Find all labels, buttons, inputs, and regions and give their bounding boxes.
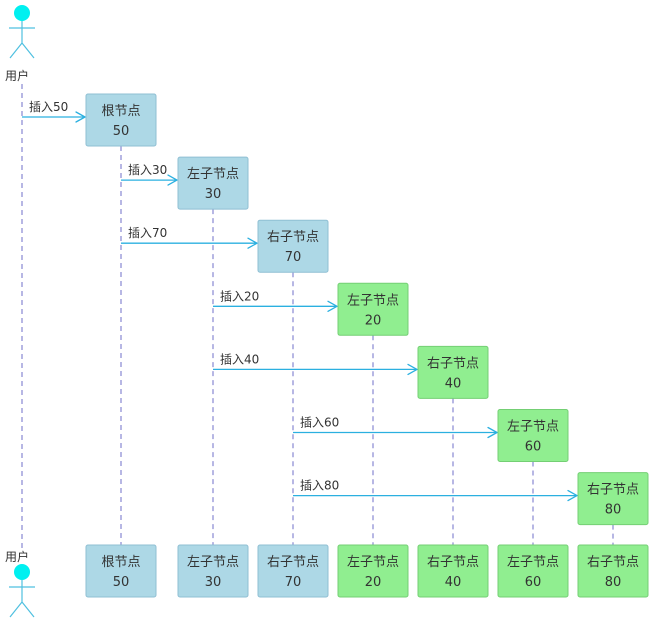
actor-top bbox=[9, 5, 35, 59]
participant-box-rect bbox=[177, 544, 249, 598]
participant-title: 左子节点 bbox=[187, 167, 239, 182]
participant-bottom-right40: 右子节点 40 bbox=[417, 544, 489, 598]
message-right80: 插入80 bbox=[293, 479, 578, 502]
arrowhead-icon bbox=[407, 363, 418, 376]
participant-value: 20 bbox=[365, 575, 382, 590]
message-right40: 插入40 bbox=[213, 352, 418, 376]
participant-title: 右子节点 bbox=[587, 483, 639, 498]
participant-box-rect bbox=[577, 472, 649, 526]
participant-bottom-left60: 左子节点 60 bbox=[497, 544, 569, 598]
participant-top-left20: 左子节点 20 bbox=[337, 282, 409, 336]
participant-title: 右子节点 bbox=[267, 555, 319, 570]
arrowhead-icon bbox=[487, 426, 498, 439]
messages: 插入50 插入30 插入70 插入20 插入40 插入60 插入80 bbox=[22, 100, 578, 502]
participant-box-rect bbox=[497, 409, 569, 462]
message-label: 插入60 bbox=[300, 416, 339, 430]
arrowhead-icon bbox=[75, 111, 86, 123]
participant-title: 根节点 bbox=[101, 104, 140, 119]
message-label: 插入20 bbox=[220, 289, 259, 303]
actor-label-top: 用户 bbox=[5, 68, 29, 83]
participant-title: 右子节点 bbox=[427, 555, 479, 570]
actor-bottom bbox=[9, 564, 35, 618]
participant-value: 70 bbox=[285, 250, 302, 265]
message-label: 插入30 bbox=[128, 163, 167, 177]
participant-top-left60: 左子节点 60 bbox=[497, 409, 569, 462]
participant-top-right80: 右子节点 80 bbox=[577, 472, 649, 526]
participant-top-root: 根节点 50 bbox=[85, 93, 157, 147]
participant-box-rect bbox=[85, 544, 157, 598]
arrowhead-icon bbox=[327, 300, 338, 312]
participant-box-rect bbox=[417, 544, 489, 598]
participant-top-left30: 左子节点 30 bbox=[177, 156, 249, 210]
participant-value: 30 bbox=[205, 187, 222, 202]
participant-title: 左子节点 bbox=[507, 420, 559, 435]
participant-title: 左子节点 bbox=[187, 555, 239, 570]
arrowhead-icon bbox=[167, 174, 178, 186]
participant-bottom-right70: 右子节点 70 bbox=[257, 544, 329, 598]
lifelines bbox=[21, 84, 614, 551]
arrowhead-icon bbox=[567, 489, 578, 502]
actor-body-icon bbox=[9, 580, 35, 618]
participant-value: 80 bbox=[605, 503, 622, 518]
participant-top-right40: 右子节点 40 bbox=[417, 345, 489, 399]
participant-title: 左子节点 bbox=[347, 293, 399, 308]
participant-box-rect bbox=[577, 544, 649, 598]
participant-title: 右子节点 bbox=[587, 555, 639, 570]
participant-box-rect bbox=[337, 282, 409, 336]
actor-head-icon bbox=[14, 564, 30, 580]
message-label: 插入70 bbox=[128, 226, 167, 240]
participant-box-rect bbox=[257, 219, 329, 273]
message-label: 插入50 bbox=[29, 100, 68, 114]
participant-title: 右子节点 bbox=[267, 230, 319, 245]
actor-label-bottom: 用户 bbox=[5, 549, 29, 564]
arrowhead-icon bbox=[247, 237, 258, 249]
actor-head-icon bbox=[14, 5, 30, 21]
participant-value: 60 bbox=[525, 575, 542, 590]
participant-value: 70 bbox=[285, 575, 302, 590]
participant-value: 40 bbox=[445, 376, 462, 391]
participant-value: 40 bbox=[445, 575, 462, 590]
participant-boxes: 根节点 50 根节点 50 左子节点 30 左子节点 30 右子节点 70 右子节点 70 左子节点 20… bbox=[85, 93, 649, 598]
message-right70: 插入70 bbox=[121, 226, 258, 249]
participant-box-rect bbox=[497, 544, 569, 598]
message-root: 插入50 bbox=[22, 100, 86, 123]
participant-value: 80 bbox=[605, 575, 622, 590]
participant-value: 60 bbox=[525, 440, 542, 455]
participant-title: 左子节点 bbox=[507, 555, 559, 570]
participant-title: 左子节点 bbox=[347, 555, 399, 570]
participant-value: 50 bbox=[113, 124, 130, 139]
participant-bottom-root: 根节点 50 bbox=[85, 544, 157, 598]
message-left30: 插入30 bbox=[121, 163, 178, 186]
message-label: 插入40 bbox=[220, 352, 259, 366]
message-left60: 插入60 bbox=[293, 416, 498, 439]
participant-box-rect bbox=[177, 156, 249, 210]
participant-title: 右子节点 bbox=[427, 356, 479, 371]
participant-top-right70: 右子节点 70 bbox=[257, 219, 329, 273]
participant-bottom-right80: 右子节点 80 bbox=[577, 544, 649, 598]
actor-body-icon bbox=[9, 21, 35, 59]
message-left20: 插入20 bbox=[213, 289, 338, 312]
participant-box-rect bbox=[337, 544, 409, 598]
participant-title: 根节点 bbox=[101, 555, 140, 570]
participant-value: 50 bbox=[113, 575, 130, 590]
participant-box-rect bbox=[257, 544, 329, 598]
participant-value: 20 bbox=[365, 313, 382, 328]
participant-box-rect bbox=[417, 345, 489, 399]
message-label: 插入80 bbox=[300, 479, 339, 493]
participant-bottom-left30: 左子节点 30 bbox=[177, 544, 249, 598]
participant-value: 30 bbox=[205, 575, 222, 590]
participant-box-rect bbox=[85, 93, 157, 147]
participant-bottom-left20: 左子节点 20 bbox=[337, 544, 409, 598]
